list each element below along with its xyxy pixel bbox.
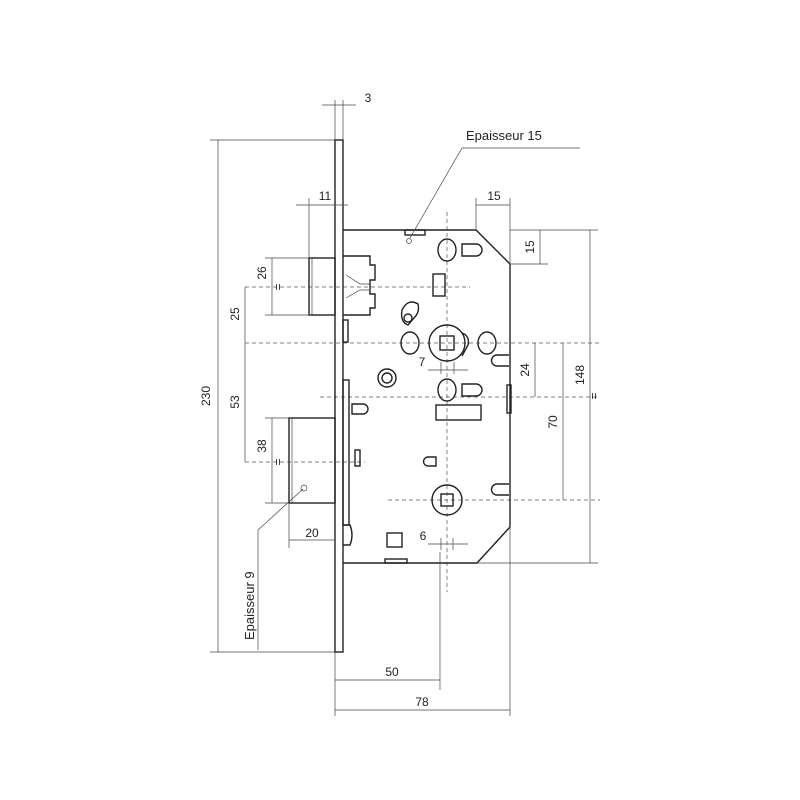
dim-53: 53: [228, 395, 242, 409]
screw-holes: [400, 238, 497, 402]
dim-15-top: 15: [487, 189, 501, 203]
center-lines: [245, 212, 600, 592]
dim-6: 6: [420, 529, 427, 543]
dim-38: 38: [255, 439, 269, 453]
dim-25: 25: [228, 307, 242, 321]
dimension-lines: [217, 104, 591, 711]
lock-case: [343, 229, 511, 564]
bottom-tab: [384, 558, 408, 564]
dim-148: 148: [573, 365, 587, 385]
dim-11: 11: [319, 189, 332, 203]
dim-3: 3: [365, 91, 372, 105]
lever: [400, 301, 420, 326]
dim-230: 230: [199, 386, 213, 406]
cylinder-cam: [431, 484, 463, 516]
small-block: [386, 532, 403, 548]
dim-15-right: 15: [523, 240, 537, 254]
label-epaisseur-15: Epaisseur 15: [466, 128, 542, 143]
dim-50: 50: [385, 665, 399, 679]
faceplate: [334, 139, 344, 653]
dim-20: 20: [305, 526, 319, 540]
cam-block: [432, 273, 446, 297]
eq-26: =: [271, 283, 285, 290]
dim-24: 24: [518, 363, 532, 377]
right-plate-bar: [506, 384, 512, 414]
extension-lines: [210, 100, 598, 716]
dim-70: 70: [546, 415, 560, 429]
eq-148: =: [587, 392, 601, 399]
eq-38: =: [271, 458, 285, 465]
dim-78: 78: [415, 695, 429, 709]
deadbolt: [288, 379, 353, 546]
follower-hub: [428, 324, 470, 362]
top-tab: [404, 229, 426, 236]
latch-bolt: [308, 255, 376, 343]
spindle-ring: [377, 368, 397, 388]
slots: [351, 243, 509, 496]
dim-26: 26: [255, 266, 269, 280]
dim-7: 7: [419, 355, 426, 369]
label-epaisseur-9: Epaisseur 9: [242, 571, 257, 640]
guide-block: [435, 404, 482, 421]
